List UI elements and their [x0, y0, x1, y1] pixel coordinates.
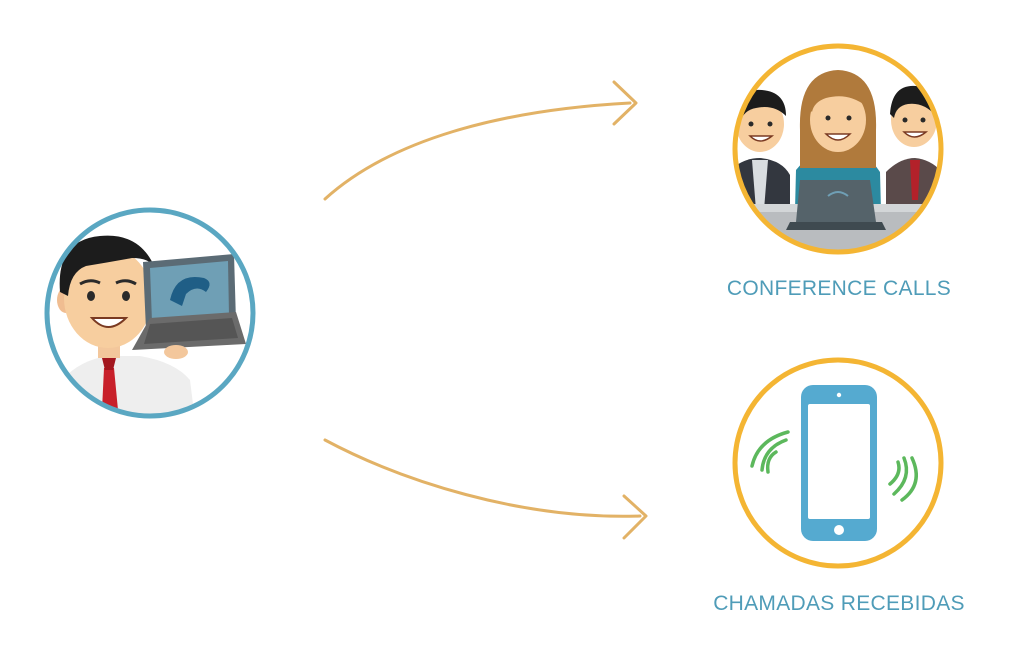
arrow-to-calls: [323, 438, 648, 540]
arrow-to-conference: [323, 80, 638, 201]
received-calls-label: CHAMADAS RECEBIDAS: [713, 592, 965, 615]
user-node: [44, 207, 256, 419]
conference-calls-label: CONFERENCE CALLS: [726, 277, 952, 300]
signal-waves-right-icon: [888, 456, 918, 502]
man-with-laptop-icon: [57, 235, 246, 416]
conference-node: [732, 43, 944, 255]
signal-waves-left-icon: [750, 430, 790, 474]
calls-node: [732, 357, 944, 569]
ringing-phone-icon: [801, 385, 877, 541]
conference-team-icon: [735, 70, 941, 252]
